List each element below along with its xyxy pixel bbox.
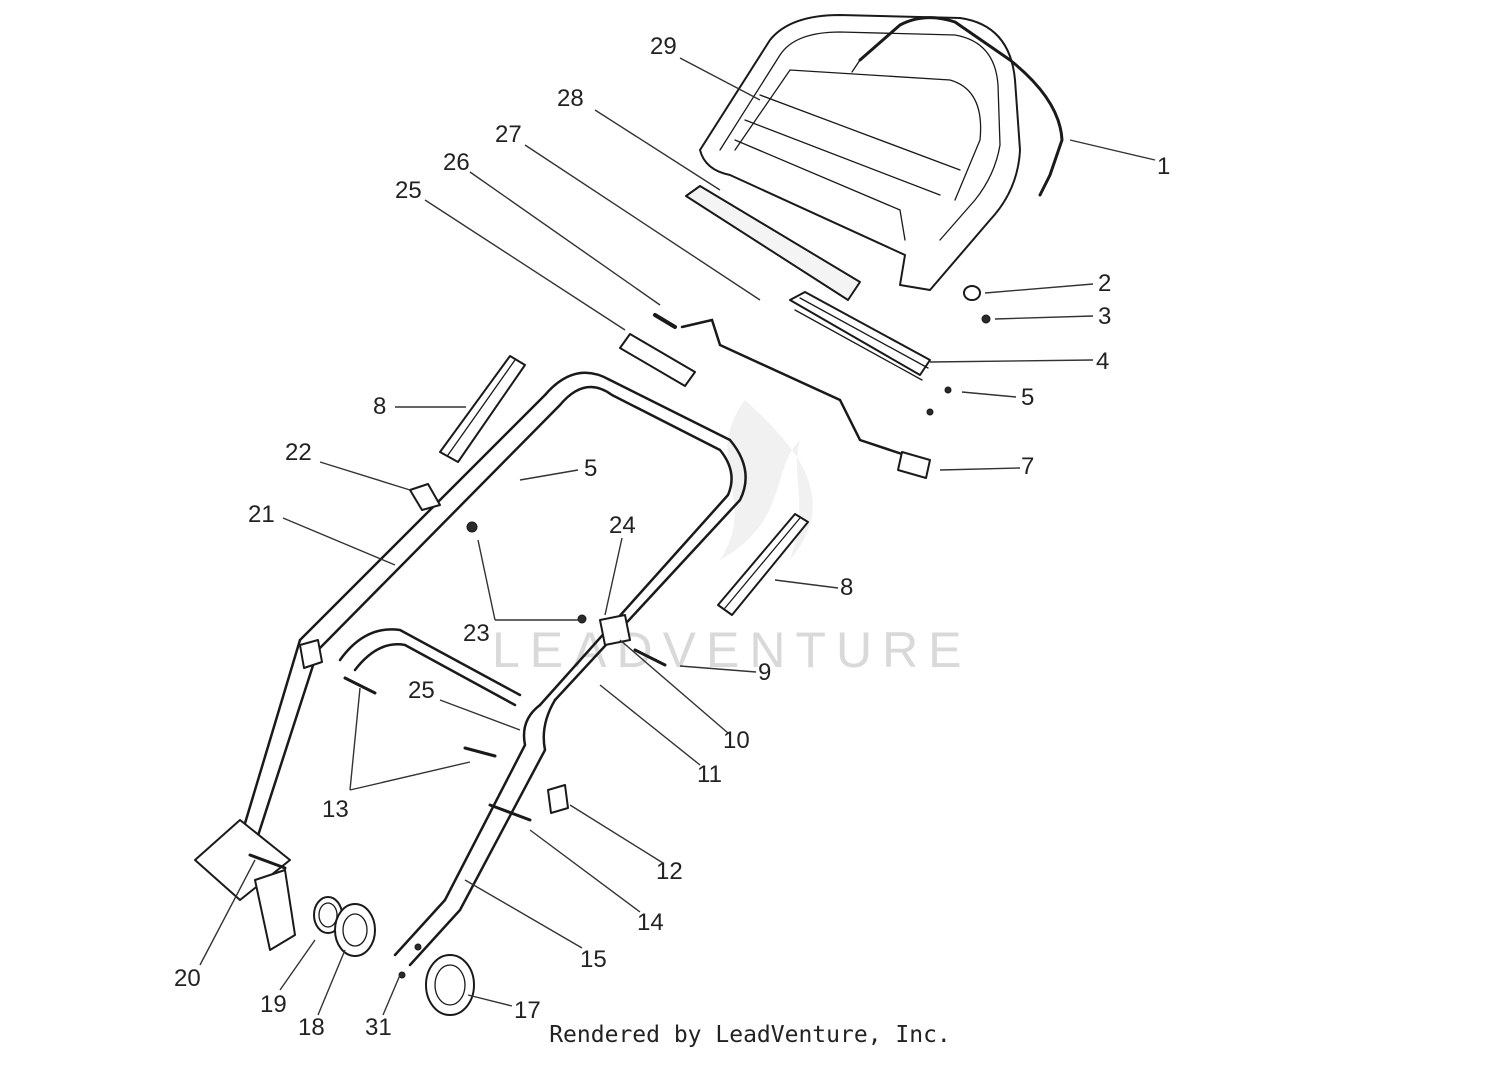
callout-label: 23 — [463, 620, 490, 647]
handle-cover-right — [717, 513, 809, 616]
callout-label: 18 — [298, 1014, 325, 1041]
callout-label: 31 — [365, 1014, 392, 1041]
cable-rod — [680, 318, 907, 457]
upper-handle-console — [699, 14, 1021, 291]
callout-label: 14 — [637, 909, 664, 936]
leader-lines — [199, 57, 1156, 1016]
callout-label: 13 — [322, 796, 349, 823]
spring-part — [653, 313, 677, 329]
callout-label: 11 — [697, 761, 722, 788]
callout-label: 28 — [557, 85, 584, 112]
callout-label: 19 — [260, 991, 287, 1018]
callout-label: 8 — [840, 574, 853, 601]
callout-label: 20 — [174, 965, 201, 992]
wheel-cap — [425, 954, 475, 1016]
clip-part — [409, 483, 441, 511]
handle-cover-left — [439, 355, 526, 463]
callout-label: 7 — [1021, 453, 1034, 480]
lower-handle — [298, 371, 747, 707]
callout-label: 24 — [609, 512, 636, 539]
callout-label: 9 — [758, 659, 771, 686]
knob-part — [963, 285, 991, 324]
wheel-hub — [334, 903, 376, 957]
callout-label: 5 — [584, 455, 597, 482]
sleeve-tube — [619, 333, 696, 387]
callout-label: 1 — [1157, 153, 1170, 180]
credit-line: Rendered by LeadVenture, Inc. — [549, 1022, 951, 1048]
callout-label: 3 — [1098, 303, 1111, 330]
callout-label: 10 — [723, 727, 750, 754]
bail-wire — [851, 16, 1064, 197]
callout-label: 27 — [495, 121, 522, 148]
callout-label: 2 — [1098, 270, 1111, 297]
callout-label: 25 — [408, 677, 435, 704]
cable-grip — [897, 451, 931, 479]
callout-label: 15 — [580, 946, 607, 973]
bracket-assembly — [789, 291, 952, 416]
callout-label: 17 — [514, 997, 541, 1024]
screws — [248, 853, 422, 979]
handle-base — [194, 638, 557, 967]
knob-block — [299, 639, 569, 814]
callout-labels: 29 1 28 27 26 25 2 3 4 5 7 8 5 22 21 24 … — [174, 33, 1170, 1041]
callout-label: 21 — [248, 501, 275, 528]
callout-label: 4 — [1096, 348, 1109, 375]
callout-label: 26 — [443, 149, 470, 176]
watermark-text: LEADVENTURE — [492, 622, 972, 678]
callout-label: 22 — [285, 439, 312, 466]
callout-label: 29 — [650, 33, 677, 60]
callout-label: 5 — [1021, 384, 1034, 411]
callout-label: 25 — [395, 177, 422, 204]
bolt-hardware — [343, 521, 667, 822]
label-strip — [685, 185, 861, 301]
callout-label: 12 — [656, 858, 683, 885]
watermark-logo — [720, 400, 813, 560]
callout-label: 8 — [373, 393, 386, 420]
height-adjuster-bracket — [254, 869, 296, 951]
